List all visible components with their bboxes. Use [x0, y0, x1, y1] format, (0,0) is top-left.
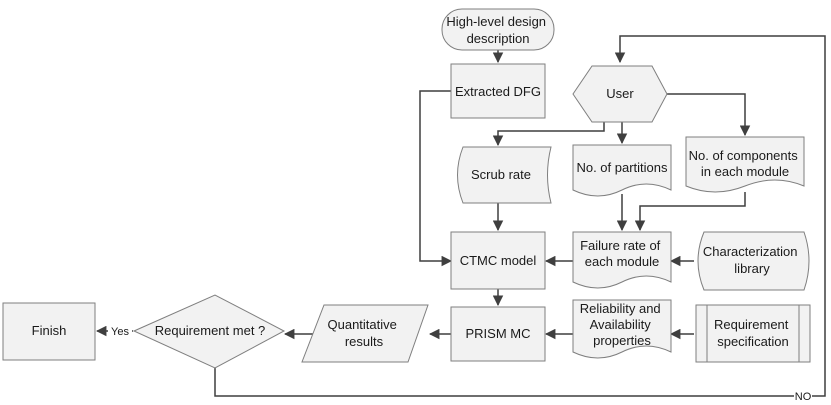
svg-text:PRISM MC: PRISM MC [466, 326, 531, 341]
node-extracted-dfg: Extracted DFG [450, 63, 546, 119]
svg-text:CTMC model: CTMC model [460, 253, 537, 268]
node-num-components: No. of components in each module [685, 136, 805, 193]
node-reliability-availability: Reliability and Availability properties [572, 299, 672, 359]
edge-dfg-to-ctmc [419, 90, 453, 267]
node-prism-mc: PRISM MC [450, 306, 546, 362]
svg-text:Quantitative results: Quantitative results [328, 317, 401, 349]
edge-decision-no-bottom [214, 368, 794, 397]
node-finish: Finish [2, 302, 96, 361]
node-quantitative-results: Quantitative results [301, 304, 429, 363]
svg-text:Extracted DFG: Extracted DFG [455, 84, 541, 99]
svg-text:Finish: Finish [32, 323, 67, 338]
edge-label-yes: Yes [111, 326, 129, 338]
node-requirement-met: Requirement met ? [132, 294, 286, 369]
svg-text:Failure rate of each mod: Failure rate of each module [580, 238, 664, 269]
svg-text:Requirement specificatio: Requirement specification [714, 317, 792, 349]
edges [95, 35, 826, 397]
node-high-level-design-label: High-level design description [446, 14, 549, 46]
node-failure-rate: Failure rate of each module [572, 231, 672, 289]
node-num-partitions: No. of partitions [572, 144, 672, 197]
node-requirement-specification: Requirement specification [695, 304, 811, 363]
node-characterization-library: Characterization library [697, 231, 810, 291]
edge-no-loop-to-user [614, 35, 826, 397]
node-high-level-design: High-level design description [441, 8, 555, 51]
svg-text:Characterization library: Characterization library [703, 244, 801, 276]
edge-user-to-components [667, 93, 751, 137]
svg-text:No. of components in eac: No. of components in each module [689, 148, 802, 179]
svg-text:User: User [606, 86, 634, 101]
node-scrub-rate: Scrub rate [457, 146, 552, 204]
svg-text:Reliability and Availabi: Reliability and Availability properties [580, 301, 665, 348]
node-user: User [572, 65, 668, 123]
svg-text:No. of partitions: No. of partitions [576, 160, 668, 175]
svg-text:Requirement met ?: Requirement met ? [155, 323, 266, 338]
edge-components-to-failure [634, 192, 746, 232]
svg-text:Scrub rate: Scrub rate [471, 167, 531, 182]
edge-user-to-scrub [492, 122, 605, 147]
edge-label-no: NO [795, 391, 812, 403]
node-ctmc-model: CTMC model [450, 231, 546, 290]
